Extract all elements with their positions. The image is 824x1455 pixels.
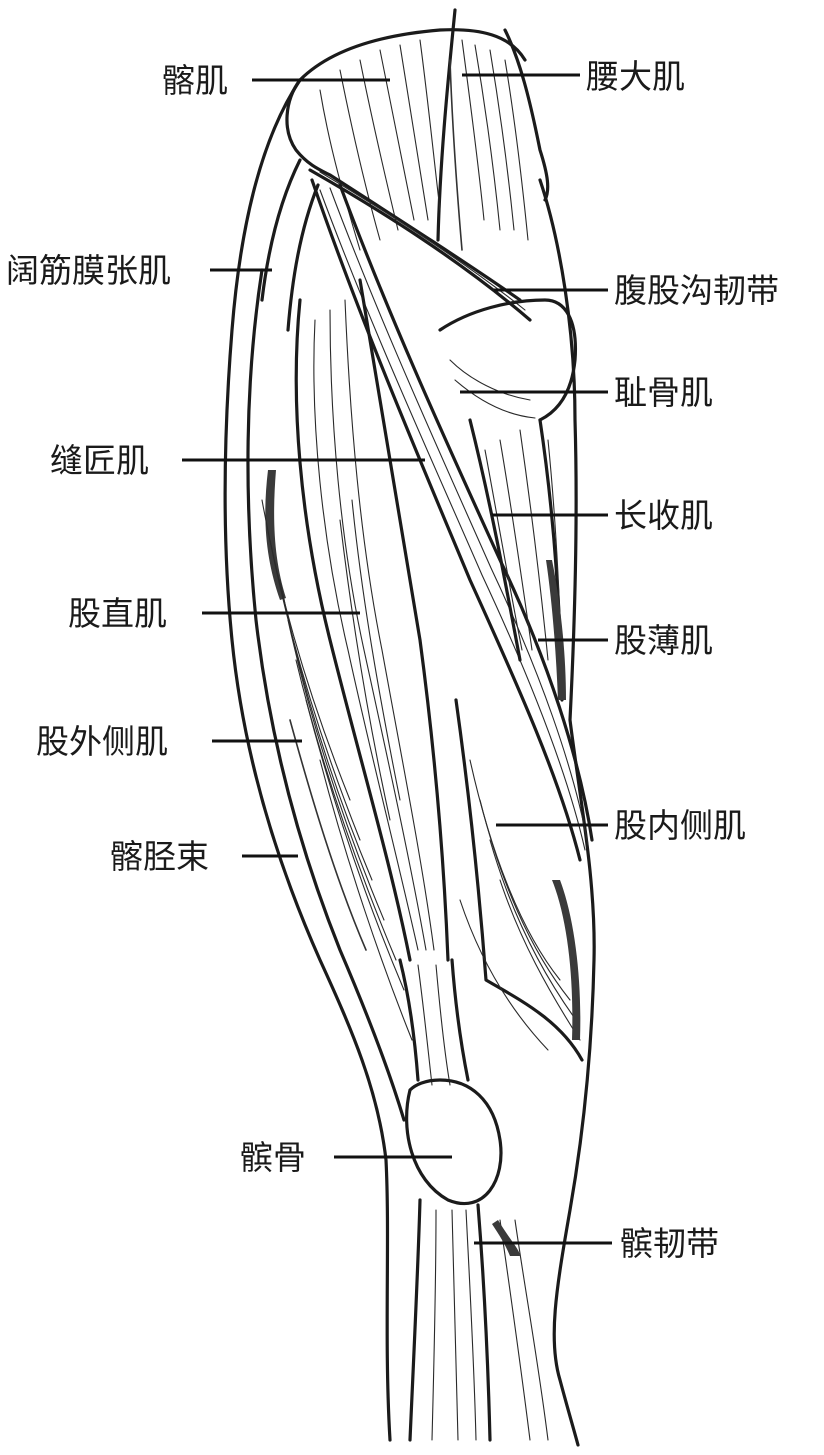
leg-outline — [223, 28, 596, 1447]
vastus-medialis-shape — [454, 698, 584, 1062]
label-iliotibial-tract: 髂胫束 — [110, 837, 209, 876]
label-iliacus: 髂肌 — [162, 61, 228, 100]
rectus-femoris-shape — [265, 278, 450, 962]
leader-lines — [182, 73, 612, 1245]
label-vastus-lateralis: 股外侧肌 — [36, 722, 168, 761]
label-patella: 髌骨 — [240, 1138, 306, 1177]
label-vastus-medialis: 股内侧肌 — [614, 806, 746, 845]
sartorius-shape — [310, 178, 594, 862]
labels: 髂肌 腰大肌 阔筋膜张肌 腹股沟韧带 耻骨肌 缝匠肌 长收肌 股直肌 股薄肌 股… — [6, 57, 779, 1263]
vastus-lateralis-shape — [261, 499, 413, 1041]
label-inguinal-ligament: 腹股沟韧带 — [614, 271, 779, 310]
inguinal-ligament-shape — [308, 168, 532, 322]
label-pectineus: 耻骨肌 — [614, 373, 713, 412]
label-patellar-ligament: 髌韧带 — [620, 1224, 719, 1263]
label-tensor-fasciae-latae: 阔筋膜张肌 — [6, 251, 171, 290]
label-rectus-femoris: 股直肌 — [68, 594, 167, 633]
label-psoas-major: 腰大肌 — [586, 57, 685, 96]
label-sartorius: 缝匠肌 — [50, 441, 149, 480]
medial-muscles — [438, 298, 578, 702]
label-adductor-longus: 长收肌 — [614, 496, 713, 535]
label-gracilis: 股薄肌 — [614, 621, 713, 660]
knee-region — [398, 958, 549, 1442]
